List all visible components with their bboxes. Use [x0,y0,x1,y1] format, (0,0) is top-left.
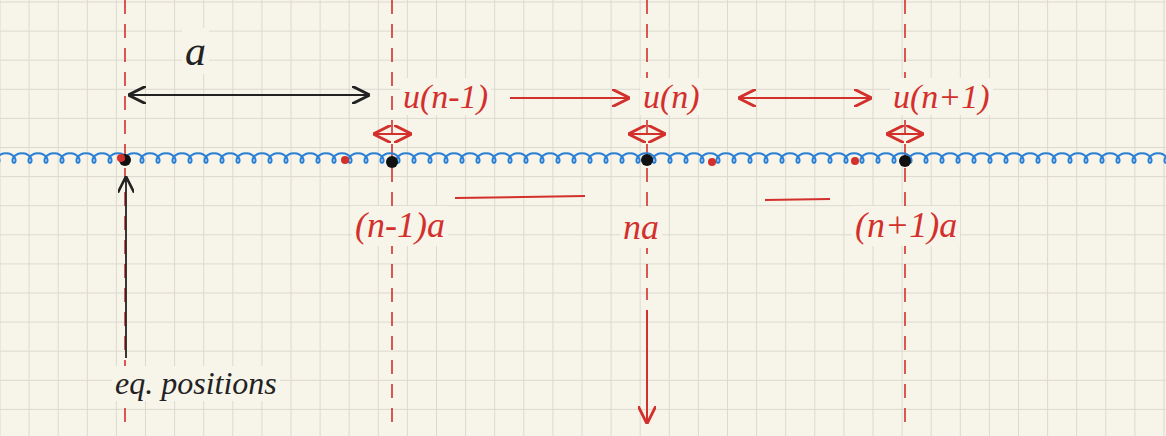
spring [0,153,1166,163]
displacement-label: u(n-1) [400,78,491,115]
spacing-label: a [182,28,209,74]
pointer-arrow [126,178,127,358]
position-label: na [620,208,662,248]
position-label: (n-1)a [352,206,448,246]
note-label: eq. positions [112,366,280,401]
position-label: (n+1)a [852,206,960,246]
lattice-spacing-arrow [130,95,368,96]
atoms [119,154,911,168]
displaced-atoms [117,154,859,166]
displacement-label: u(n) [640,78,703,115]
displacement-arrows [375,98,922,422]
displacement-label: u(n+1) [890,78,993,115]
